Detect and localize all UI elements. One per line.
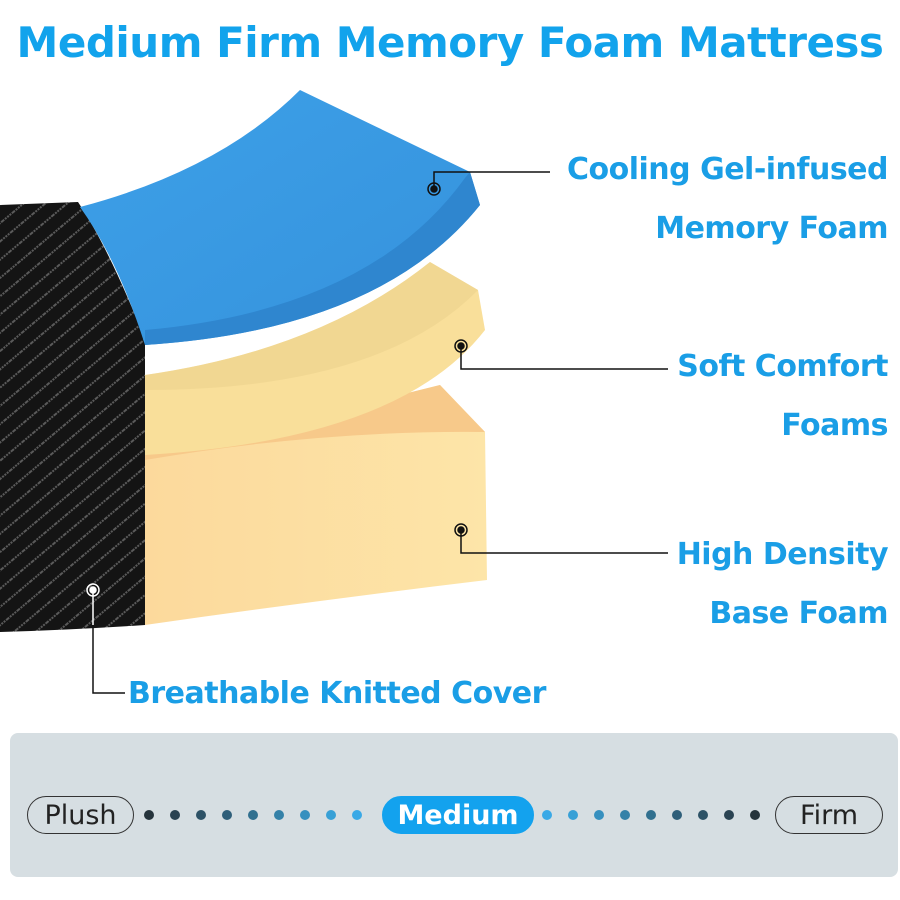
callout-high-density bbox=[454, 523, 668, 554]
scale-dot bbox=[542, 810, 552, 820]
scale-dot bbox=[196, 810, 206, 820]
scale-dot bbox=[724, 810, 734, 820]
firmness-firm-pill: Firm bbox=[775, 796, 883, 834]
firmness-plush-pill: Plush bbox=[27, 796, 134, 834]
scale-dot bbox=[248, 810, 258, 820]
callout-knitted-cover bbox=[86, 583, 125, 694]
scale-dot bbox=[300, 810, 310, 820]
label-knitted-cover: Breathable Knitted Cover bbox=[128, 676, 546, 711]
label-cooling-gel-line2: Memory Foam bbox=[655, 211, 888, 246]
label-cooling-gel-line1: Cooling Gel-infused bbox=[566, 152, 889, 187]
scale-dot bbox=[144, 810, 154, 820]
label-soft-comfort-line1: Soft Comfort bbox=[677, 349, 888, 384]
firmness-medium-pill-selected: Medium bbox=[382, 796, 534, 834]
scale-dot bbox=[274, 810, 284, 820]
callout-soft-comfort bbox=[454, 339, 668, 370]
scale-dot bbox=[672, 810, 682, 820]
scale-dot bbox=[352, 810, 362, 820]
mattress-layers-illustration bbox=[0, 90, 668, 694]
callout-cooling-gel bbox=[427, 171, 550, 196]
scale-dot bbox=[620, 810, 630, 820]
label-high-density-line1: High Density bbox=[676, 537, 889, 572]
scale-dot bbox=[170, 810, 180, 820]
label-high-density-line2: Base Foam bbox=[709, 596, 888, 631]
knitted-cover-layer bbox=[0, 202, 145, 632]
scale-dot bbox=[750, 810, 760, 820]
cooling-gel-memory-foam-layer bbox=[80, 90, 480, 345]
firmness-scale: Plush Medium Firm bbox=[10, 733, 898, 877]
page-title: Medium Firm Memory Foam Mattress bbox=[16, 18, 884, 67]
scale-dot bbox=[698, 810, 708, 820]
scale-dot bbox=[568, 810, 578, 820]
scale-dot bbox=[646, 810, 656, 820]
label-soft-comfort-line2: Foams bbox=[781, 408, 888, 443]
scale-dot bbox=[222, 810, 232, 820]
soft-comfort-foam-layer bbox=[145, 262, 485, 455]
scale-dot bbox=[594, 810, 604, 820]
scale-dot bbox=[326, 810, 336, 820]
